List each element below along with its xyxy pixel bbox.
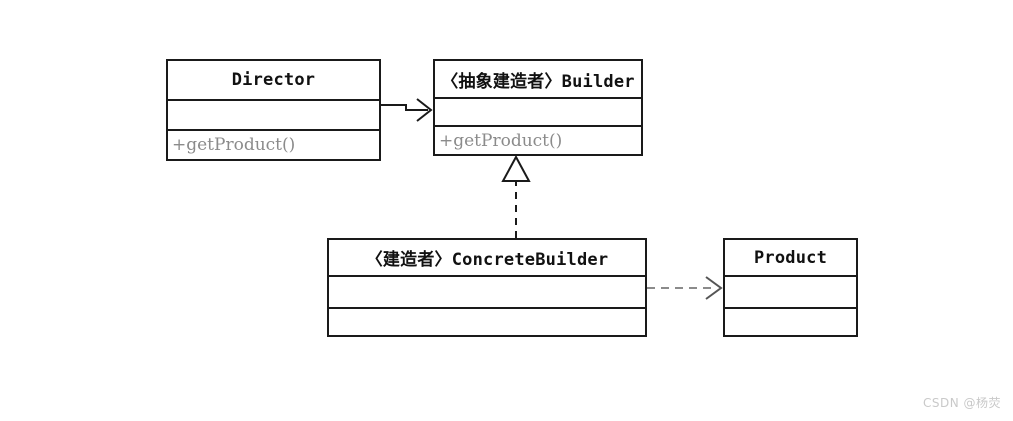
class-operations-concretebuilder	[329, 307, 645, 335]
class-attributes-product	[725, 275, 856, 307]
uml-class-director[interactable]: Director +getProduct()	[166, 59, 381, 161]
class-operations-director: +getProduct()	[168, 129, 379, 159]
class-name-concretebuilder: 〈建造者〉ConcreteBuilder	[365, 250, 609, 270]
class-name-director: Director	[231, 70, 316, 90]
uml-class-builder[interactable]: 〈抽象建造者〉Builder +getProduct()	[433, 59, 643, 156]
connector-concretebuilder-to-builder	[501, 154, 531, 238]
uml-class-concretebuilder[interactable]: 〈建造者〉ConcreteBuilder	[327, 238, 647, 337]
class-operations-product	[725, 307, 856, 335]
class-attributes-concretebuilder	[329, 275, 645, 307]
connector-director-to-builder	[381, 98, 433, 122]
connector-concretebuilder-to-product	[647, 276, 723, 300]
class-attributes-builder	[435, 97, 641, 125]
class-attributes-director	[168, 99, 379, 129]
class-operations-builder: +getProduct()	[435, 125, 641, 154]
watermark-text: CSDN @杨荧	[922, 396, 1001, 410]
class-name-product: Product	[753, 247, 828, 268]
uml-class-product[interactable]: Product	[723, 238, 858, 337]
class-name-builder: 〈抽象建造者〉Builder	[441, 71, 635, 92]
